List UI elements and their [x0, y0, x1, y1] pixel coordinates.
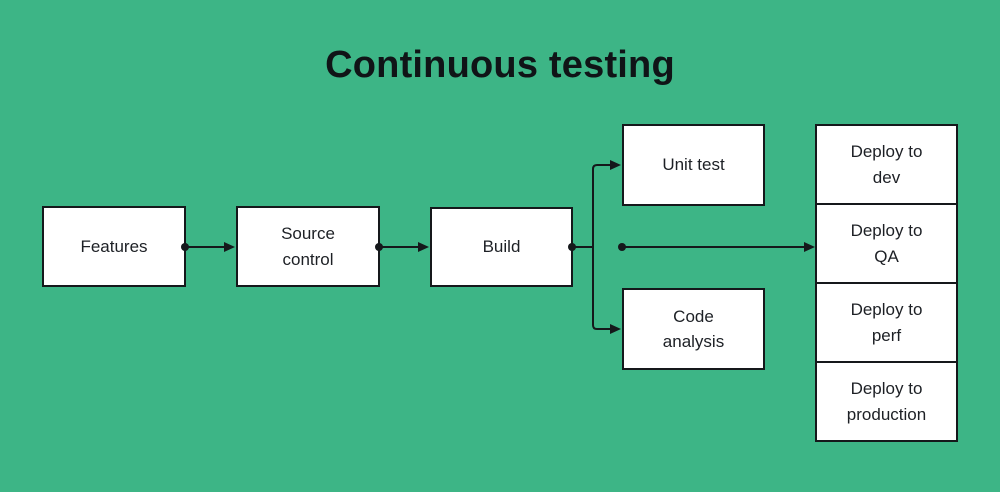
- arrow-features-to-source-control: [181, 242, 235, 252]
- node-deploy-qa-label: Deploy to QA: [850, 221, 923, 266]
- node-deploy-production-label: Deploy to production: [846, 379, 927, 424]
- arrow-build-branch: [568, 160, 621, 334]
- node-build: Build: [430, 207, 573, 287]
- node-deploy-perf: Deploy to perf: [815, 282, 958, 363]
- node-source-control: Source control: [236, 206, 380, 287]
- node-features-label: Features: [80, 236, 148, 256]
- node-code-analysis: Code analysis: [622, 288, 765, 370]
- node-unit-test: Unit test: [622, 124, 765, 206]
- arrow-to-deploy-qa: [618, 242, 815, 252]
- diagram-title: Continuous testing: [325, 44, 675, 86]
- node-deploy-dev: Deploy to dev: [815, 124, 958, 205]
- node-unit-test-label: Unit test: [662, 155, 725, 175]
- node-source-control-label: Source control: [281, 224, 335, 269]
- deploy-stack: Deploy to dev Deploy to QA Deploy to per…: [815, 124, 958, 442]
- node-features: Features: [42, 206, 186, 287]
- node-code-analysis-label: Code analysis: [662, 306, 725, 352]
- node-deploy-production: Deploy to production: [815, 361, 958, 442]
- node-deploy-perf-label: Deploy to perf: [850, 300, 923, 345]
- node-deploy-qa: Deploy to QA: [815, 203, 958, 284]
- node-build-label: Build: [482, 237, 521, 257]
- arrow-source-control-to-build: [375, 242, 429, 252]
- node-deploy-dev-label: Deploy to dev: [850, 142, 923, 187]
